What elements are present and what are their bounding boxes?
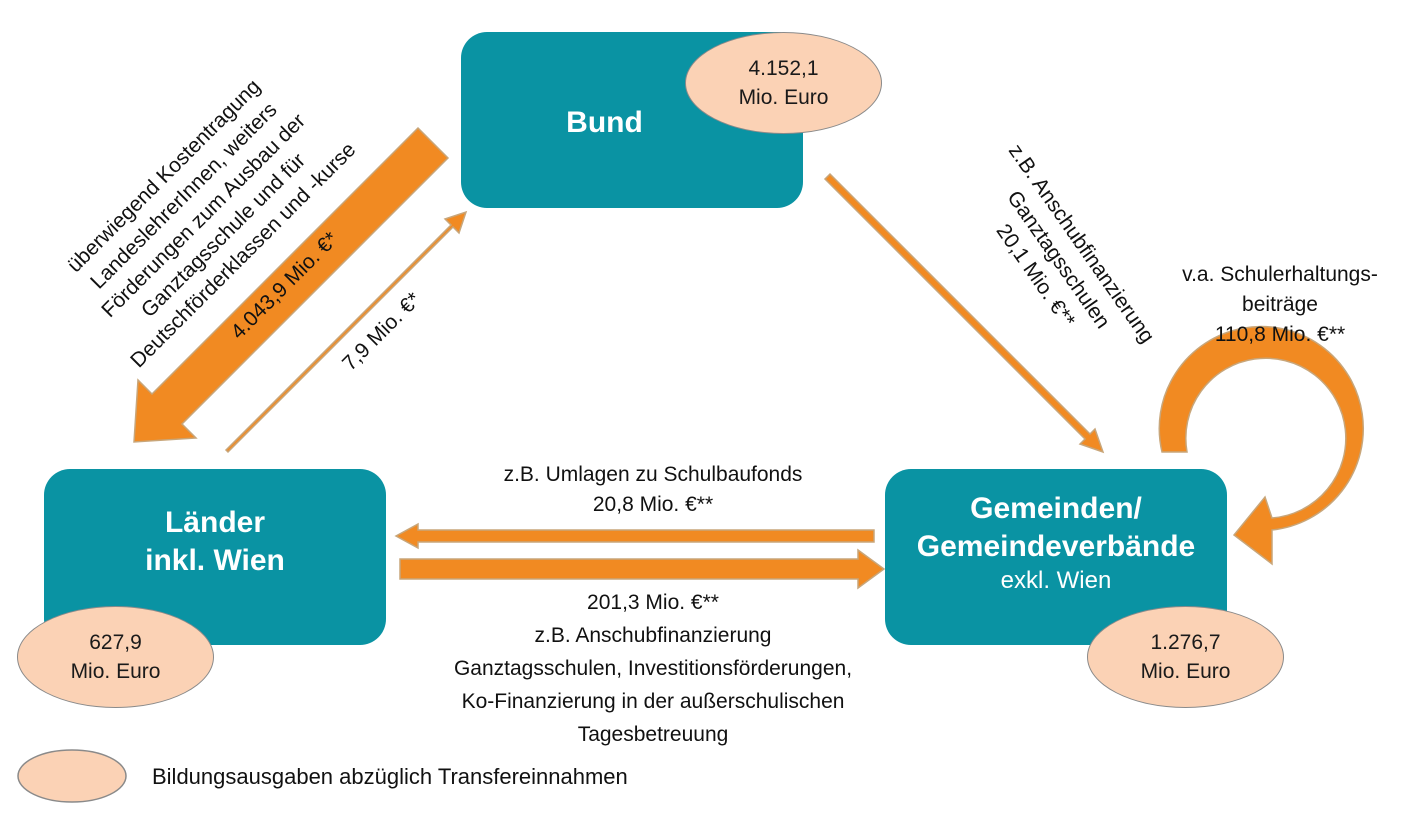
gemeinden-amount-value: 1.276,7 [1150,631,1221,654]
arrow-bund-to-laender [133,126,450,443]
node-gemeinden-title-2: Gemeindeverbände [916,530,1196,563]
legend-swatch [17,749,127,803]
laender-to-gemeinden-line-1: 201,3 Mio. €** [587,591,719,614]
laender-to-gemeinden-line-3: Ganztagsschulen, Investitionsförderungen… [453,657,853,680]
node-laender: Länder inkl. Wien [44,469,386,645]
laender-amount-value: 627,9 [89,631,142,654]
laender-amount-unit: Mio. Euro [70,660,161,683]
laender-to-gemeinden-line-2: z.B. Anschubfinanzierung [534,624,772,647]
gemeinden-self-line-1: v.a. Schulerhaltungs- [1182,263,1378,286]
gemeinden-self-line-2: beiträge [1242,293,1318,316]
bund-amount-unit: Mio. Euro [738,86,829,109]
gemeinden-to-laender-line-2: 20,8 Mio. €** [592,493,714,516]
node-gemeinden-subtitle: exkl. Wien [1000,567,1112,594]
oval-bund-amount: 4.152,1 Mio. Euro [685,32,882,134]
laender-to-gemeinden-line-4: Ko-Finanzierung in der außerschulischen [461,690,845,713]
node-gemeinden-title-1: Gemeinden/ [970,492,1142,525]
oval-laender-amount: 627,9 Mio. Euro [17,606,214,708]
arrow-gemeinden-self [1158,325,1365,566]
arrow-bund-to-gemeinden [823,172,1105,454]
oval-gemeinden-amount: 1.276,7 Mio. Euro [1087,606,1284,708]
node-laender-title-2: inkl. Wien [145,544,285,577]
legend-label: Bildungsausgaben abzüglich Transfereinna… [152,764,628,789]
gemeinden-self-line-3: 110,8 Mio. €** [1214,323,1346,346]
gemeinden-amount-unit: Mio. Euro [1140,660,1231,683]
node-bund-title: Bund [566,106,643,139]
bund-amount-value: 4.152,1 [748,57,819,80]
arrow-gemeinden-to-laender [394,522,875,550]
label-gemeinden-self: v.a. Schulerhaltungs- beiträge 110,8 Mio… [1160,260,1400,350]
gemeinden-to-laender-line-1: z.B. Umlagen zu Schulbaufonds [503,463,803,486]
label-gemeinden-to-laender: z.B. Umlagen zu Schulbaufonds 20,8 Mio. … [453,460,853,520]
arrow-laender-to-gemeinden [399,548,886,590]
arrow-laender-to-bund [224,210,468,454]
laender-to-gemeinden-line-5: Tagesbetreuung [577,723,729,746]
node-laender-title-1: Länder [164,506,266,539]
label-laender-to-gemeinden: 201,3 Mio. €** z.B. Anschubfinanzierung … [403,586,903,751]
